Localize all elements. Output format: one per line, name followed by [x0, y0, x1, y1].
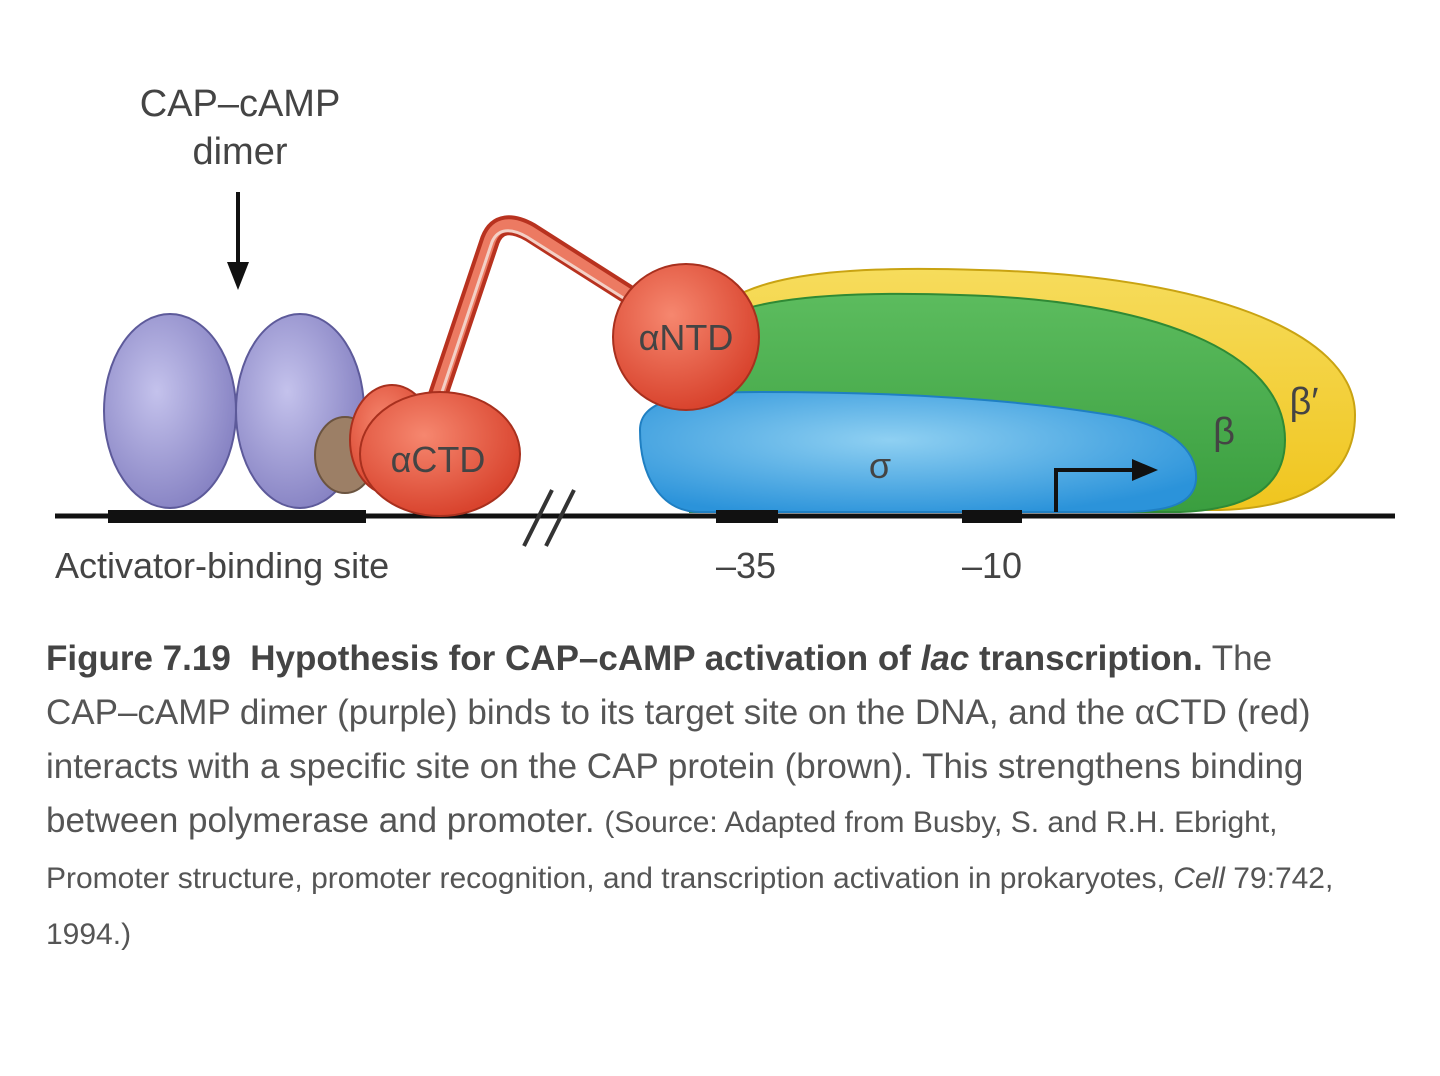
- beta-label: β: [1213, 411, 1235, 453]
- cap-camp-label-line1: CAP–cAMP: [140, 83, 341, 125]
- dna-break-icon: [522, 489, 576, 547]
- figure-body-text: The CAP–cAMP dimer (purple) binds to its…: [46, 639, 1311, 840]
- alpha-ntd-label: αNTD: [639, 317, 734, 358]
- minus10-box: [962, 510, 1022, 523]
- alpha-ntd: [612, 263, 760, 411]
- beta-prime-label: β′: [1290, 381, 1319, 423]
- minus10-label: –10: [962, 545, 1022, 586]
- activator-binding-site-mark: [108, 510, 366, 523]
- figure-caption: Figure 7.19 Hypothesis for CAP–cAMP acti…: [46, 632, 1346, 962]
- sigma-label: σ: [869, 445, 891, 486]
- transcription-start-arrow-icon: [1054, 459, 1158, 512]
- minus35-box: [716, 510, 778, 523]
- cap-camp-activation-diagram: CAP–cAMP dimer αCTD αNTD σ β β′ Activato…: [55, 83, 1395, 586]
- down-arrow-icon: [227, 192, 249, 290]
- cap-camp-label-line2: dimer: [192, 131, 287, 173]
- activator-site-label: Activator-binding site: [55, 545, 389, 586]
- figure-number: Figure 7.19: [46, 639, 231, 678]
- cap-monomer-left: [103, 313, 237, 509]
- figure-title: Hypothesis for CAP–cAMP activation of la…: [250, 639, 1203, 678]
- minus35-label: –35: [716, 545, 776, 586]
- alpha-ctd-label: αCTD: [391, 439, 486, 480]
- alpha-ctd: [349, 384, 521, 517]
- figure-source: (Source: Adapted from Busby, S. and R.H.…: [46, 806, 1334, 951]
